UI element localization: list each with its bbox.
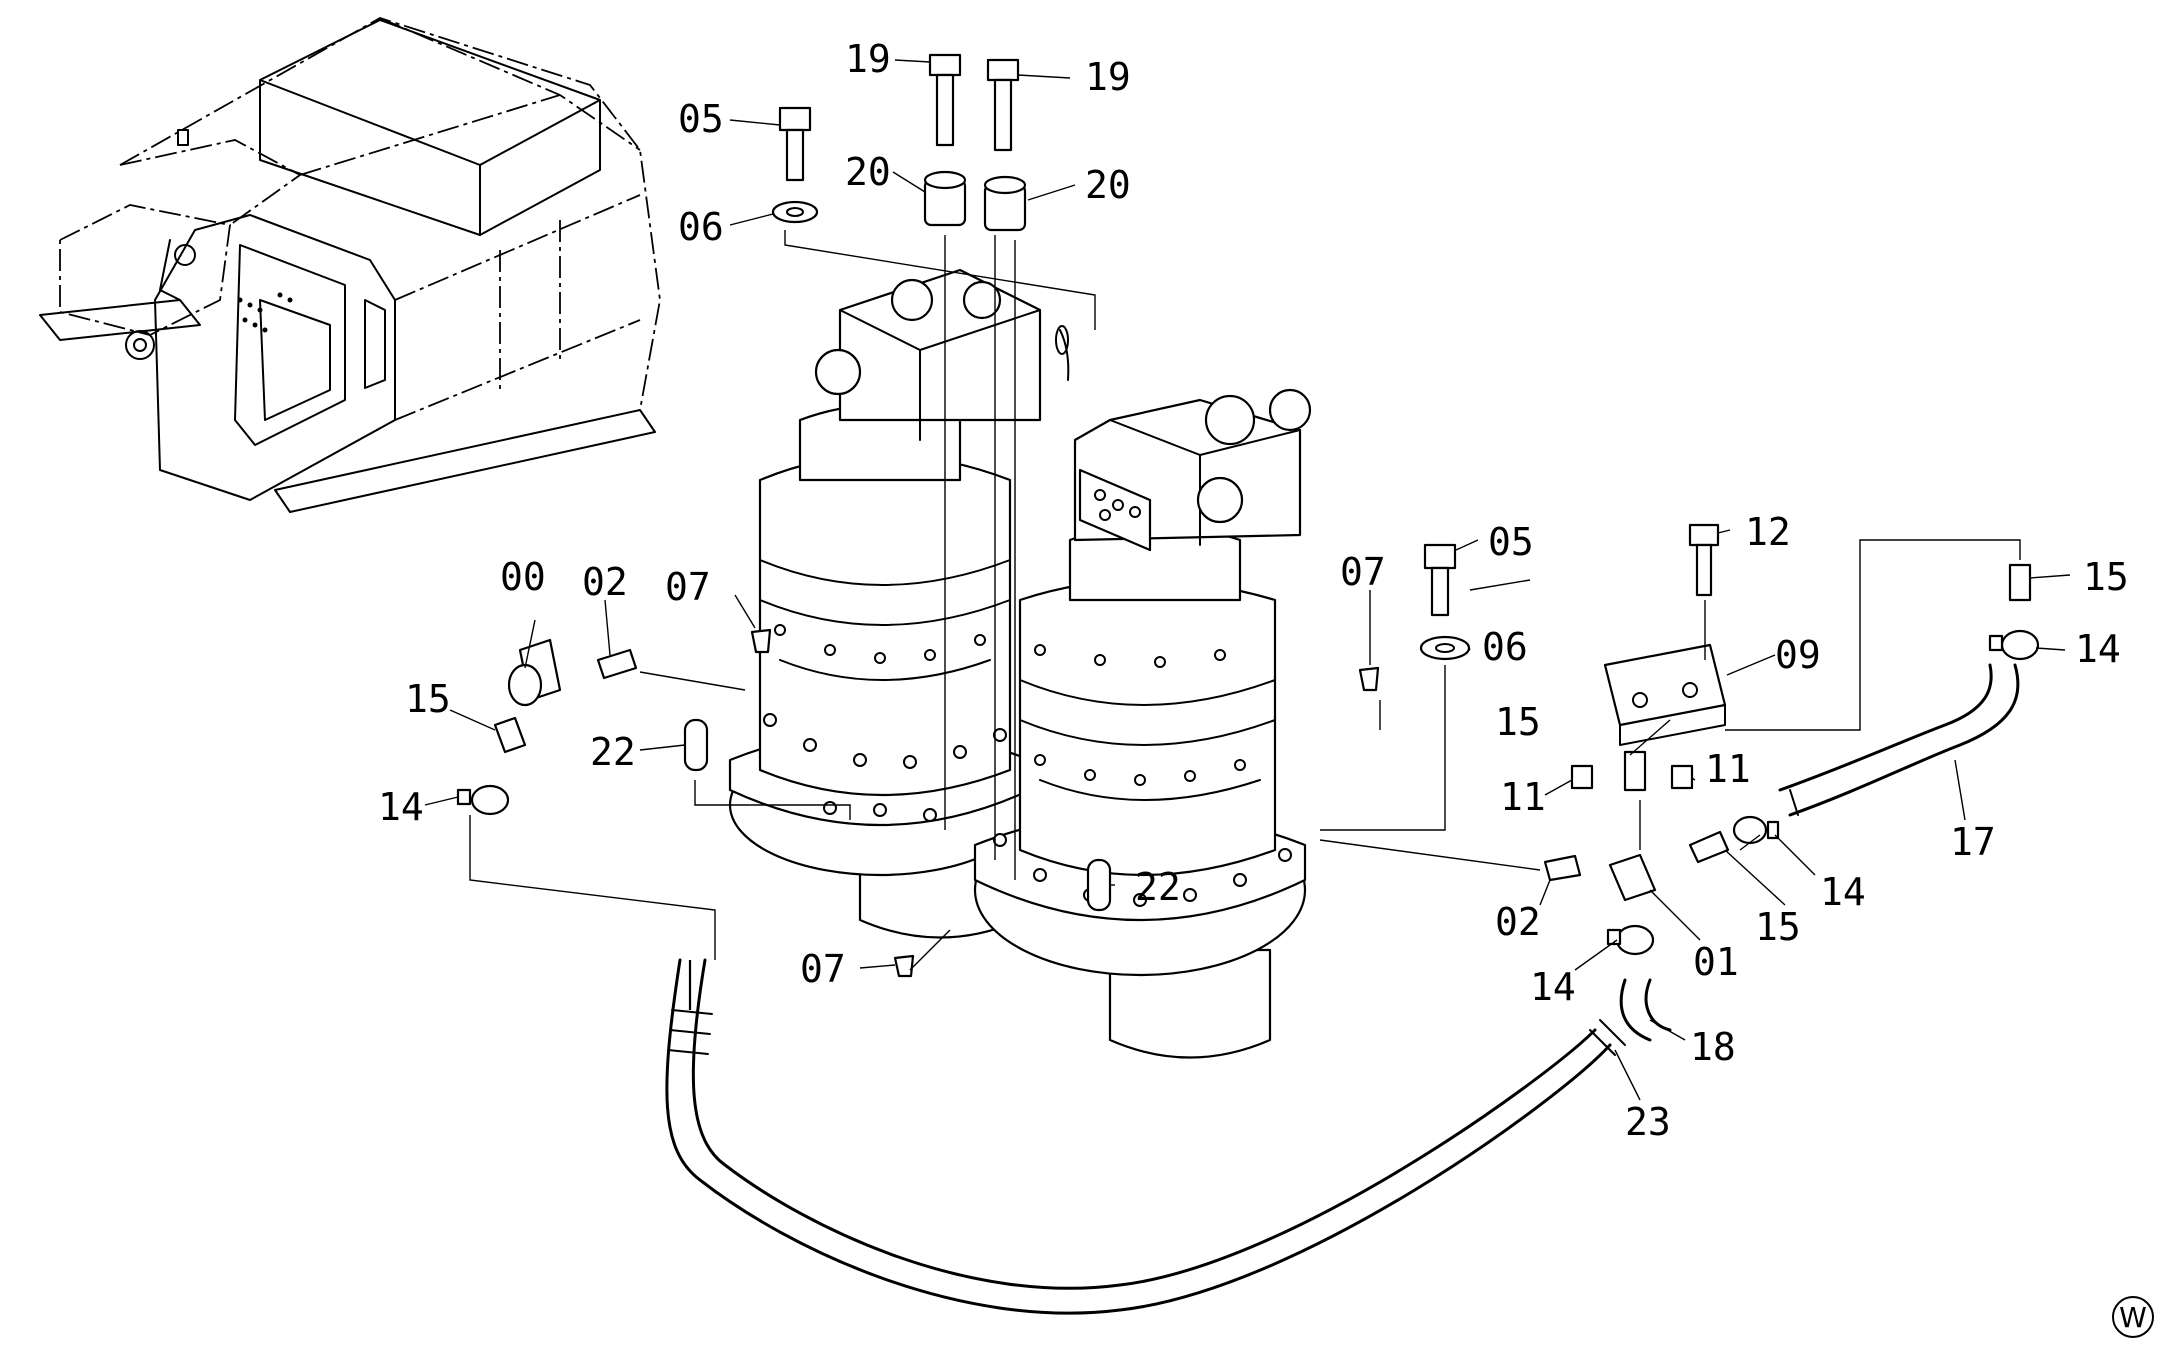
label-00: 00 (500, 555, 546, 599)
swing-motor-left (728, 268, 1070, 939)
callout-labels: 19 19 05 20 20 06 05 12 15 00 02 07 07 0… (378, 37, 2129, 1144)
label-15-lower-right: 15 (1755, 905, 1801, 949)
label-01: 01 (1693, 940, 1739, 984)
label-14-left: 14 (378, 785, 424, 829)
label-07-lower: 07 (800, 947, 846, 991)
label-22-right: 22 (1135, 865, 1181, 909)
swing-motor-right (973, 388, 1312, 1059)
fittings (456, 53, 2040, 978)
label-02-right: 02 (1495, 900, 1541, 944)
label-18: 18 (1690, 1025, 1736, 1069)
view-mark-letter: W (2119, 1301, 2147, 1334)
label-14-mid-right: 14 (1820, 870, 1866, 914)
label-05-right: 05 (1488, 520, 1534, 564)
view-mark: W (2112, 1296, 2154, 1338)
drain-hose-left (665, 958, 1626, 1315)
label-23: 23 (1625, 1100, 1671, 1144)
excavator-overview (39, 17, 661, 513)
label-05-upper: 05 (678, 97, 724, 141)
label-15-center: 15 (1495, 700, 1541, 744)
label-09: 09 (1775, 633, 1821, 677)
label-15-top-right: 15 (2083, 555, 2129, 599)
label-11-left: 11 (1500, 775, 1546, 819)
drain-hose-lower-right (1619, 978, 1672, 1042)
label-07-right: 07 (1340, 550, 1386, 594)
label-06-upper: 06 (678, 205, 724, 249)
label-15-left: 15 (405, 677, 451, 721)
label-07-left: 07 (665, 565, 711, 609)
leader-lines (424, 59, 2071, 1101)
label-14-lower: 14 (1530, 965, 1576, 1009)
label-14-top-right: 14 (2075, 627, 2121, 671)
label-22-left: 22 (590, 730, 636, 774)
label-02-left: 02 (582, 560, 628, 604)
label-17: 17 (1950, 820, 1996, 864)
label-12: 12 (1745, 510, 1791, 554)
label-20-left: 20 (845, 150, 891, 194)
drain-hose-upper-right (1778, 663, 2020, 817)
label-06-right: 06 (1482, 625, 1528, 669)
label-11-right: 11 (1705, 747, 1751, 791)
label-19-left: 19 (845, 37, 891, 81)
label-20-right: 20 (1085, 163, 1131, 207)
label-19-right: 19 (1085, 55, 1131, 99)
